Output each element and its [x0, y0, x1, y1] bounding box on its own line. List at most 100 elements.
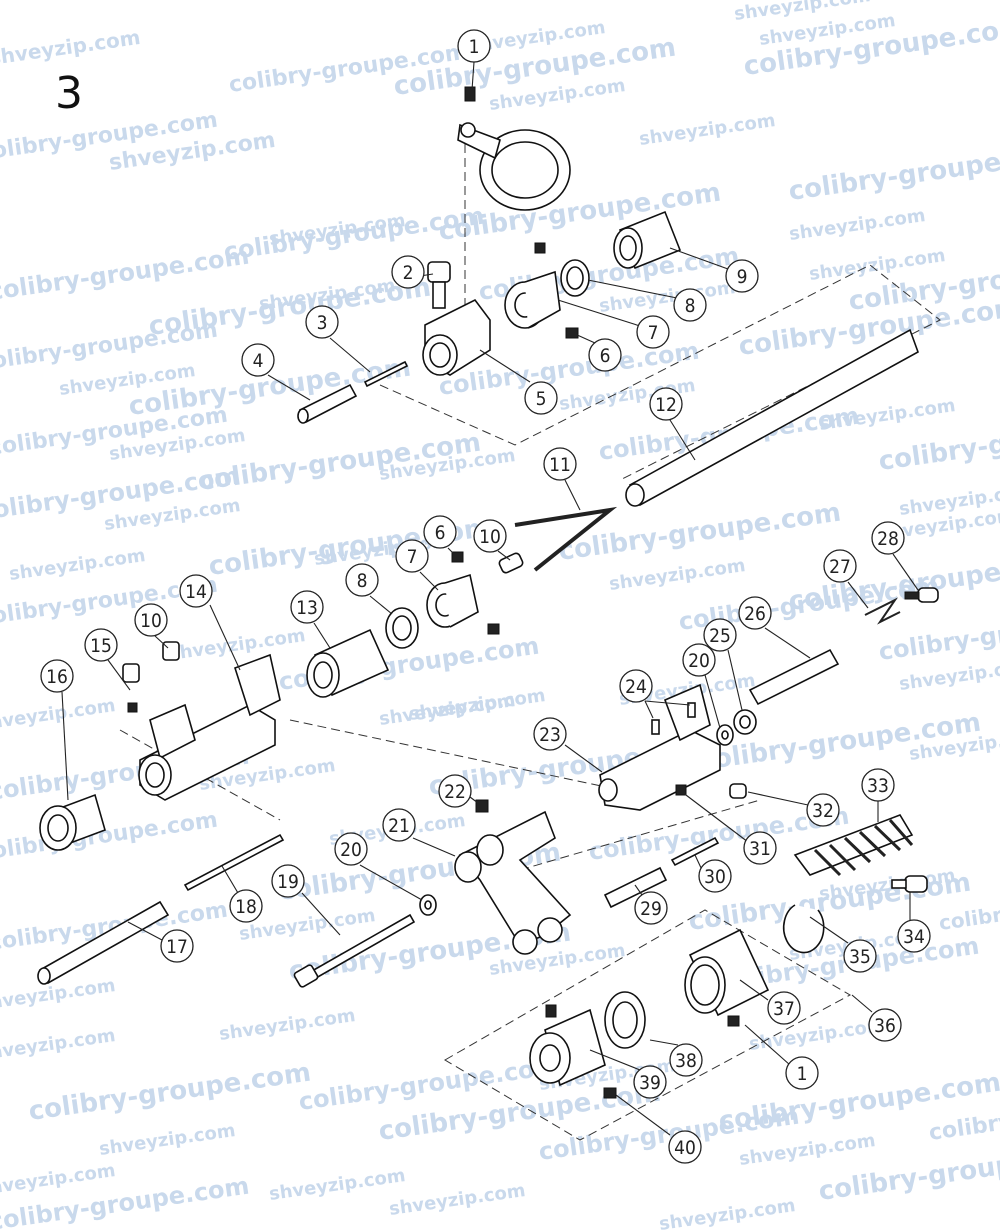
callout-23: 23: [533, 717, 603, 773]
callout-circle: [669, 1043, 703, 1077]
leader-line: [764, 627, 811, 659]
callout-label: 35: [849, 946, 871, 968]
callout-17: 17: [127, 921, 194, 963]
callout-circle: [682, 643, 716, 677]
watermark-text: colibry-groupe.com: [557, 498, 843, 567]
leader-line: [747, 791, 809, 806]
callout-label: 29: [640, 898, 662, 920]
bolt-19: [293, 913, 416, 988]
callout-28: 28: [871, 521, 919, 591]
callout-40: 40: [615, 1094, 702, 1164]
callout-label: 4: [253, 350, 264, 372]
callout-27: 27: [823, 549, 869, 609]
needle-bearing-38: [604, 991, 646, 1049]
callout-label: 16: [46, 666, 68, 688]
callout-label: 37: [773, 998, 795, 1020]
callout-circle: [160, 929, 194, 963]
callout-label: 12: [655, 394, 677, 416]
callout-29: 29: [634, 884, 668, 925]
callout-label: 30: [704, 866, 726, 888]
callout-20: 20: [334, 832, 423, 901]
retaining-ring-35: [782, 904, 825, 954]
callout-13: 13: [290, 590, 331, 649]
watermark-text: shveyzip.com: [268, 1165, 407, 1205]
callout-label: 31: [749, 838, 771, 860]
callout-circle: [634, 891, 668, 925]
watermark-text: shveyzip.com: [218, 1005, 357, 1045]
leader-line: [892, 553, 919, 591]
screw-34: [891, 875, 928, 893]
callout-circle: [334, 832, 368, 866]
callout-label: 2: [403, 262, 414, 284]
callout-circle: [649, 387, 683, 421]
pin-24b: [687, 702, 696, 718]
callout-label: 24: [625, 676, 647, 698]
leader-line: [727, 649, 743, 711]
callout-label: 13: [296, 597, 318, 619]
callout-label: 15: [90, 635, 112, 657]
leader-line: [669, 419, 696, 461]
cap-screw-2: [427, 261, 451, 309]
callout-1: 1: [457, 29, 491, 91]
callout-circle: [438, 774, 472, 808]
callout-label: 9: [737, 266, 748, 288]
callout-label: 34: [903, 926, 925, 948]
callout-10: 10: [134, 603, 169, 649]
leader-line: [419, 571, 439, 591]
threaded-rod-30: [670, 836, 720, 867]
leader-line: [704, 674, 721, 729]
leader-line: [851, 994, 873, 1013]
housing-14: [138, 653, 281, 801]
callout-circle: [673, 288, 707, 322]
callout-12: 12: [649, 387, 696, 461]
watermark-text: colibry-groupe.com: [27, 1058, 313, 1127]
leader-line: [557, 299, 641, 327]
watermark-text: shveyzip.com: [168, 625, 307, 665]
callout-label: 32: [812, 800, 834, 822]
callout-label: 1: [469, 36, 480, 58]
callout-circle: [543, 447, 577, 481]
pin-4: [297, 383, 358, 424]
watermark-text: shveyzip.com: [788, 205, 927, 245]
leader-line: [369, 595, 393, 615]
watermark-text: shveyzip.com: [388, 1180, 527, 1220]
callout-6: 6: [574, 333, 622, 372]
leader-line: [127, 921, 163, 941]
callout-circle: [345, 563, 379, 597]
callout-15: 15: [84, 628, 131, 691]
screw-40: [603, 1087, 617, 1099]
watermark-text: shveyzip.com: [0, 695, 117, 735]
set-screw-1b: [727, 1015, 740, 1027]
callout-14: 14: [179, 574, 241, 671]
comb-guide-33: [793, 814, 914, 877]
leader-line: [615, 1094, 671, 1136]
callout-label: 17: [166, 936, 188, 958]
watermark-text: shveyzip.com: [0, 25, 142, 70]
callout-label: 19: [277, 871, 299, 893]
callout-7: 7: [395, 539, 439, 591]
collar-39: [529, 1008, 606, 1087]
callout-circle: [533, 717, 567, 751]
watermark-text: shveyzip.com: [8, 545, 147, 585]
callout-layer: 1234567891011121067813141516171819202122…: [40, 29, 931, 1164]
callout-label: 6: [435, 522, 446, 544]
callout-circle: [633, 1065, 667, 1099]
leader-line: [564, 479, 581, 511]
leader-line: [412, 837, 456, 857]
callout-circle: [843, 939, 877, 973]
shaft-17: [37, 900, 170, 985]
watermark-text: shveyzip.com: [0, 1025, 117, 1065]
leader-line: [644, 700, 654, 719]
callout-label: 7: [407, 546, 418, 568]
washer-20b: [716, 724, 734, 746]
leader-line: [847, 581, 869, 609]
leader-line: [589, 1049, 641, 1071]
callout-circle: [861, 768, 895, 802]
clamp-arm-ring: [457, 122, 571, 211]
callout-label: 6: [600, 345, 611, 367]
callout-35: 35: [809, 916, 877, 973]
callout-label: 36: [874, 1015, 896, 1037]
callout-3: 3: [305, 305, 371, 373]
callout-label: 18: [235, 896, 257, 918]
